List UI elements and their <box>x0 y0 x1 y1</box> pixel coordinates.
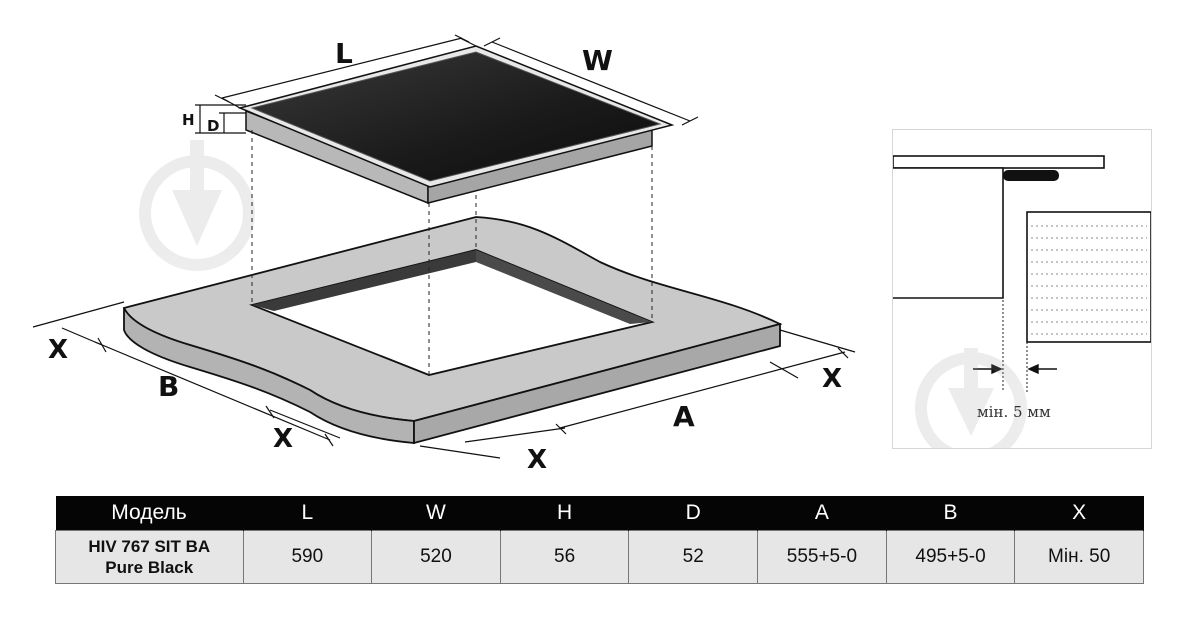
header-X: X <box>1014 496 1144 531</box>
label-X-bottom-left: X <box>273 424 293 454</box>
label-H: H <box>182 111 195 129</box>
label-A: A <box>673 400 695 433</box>
label-B: B <box>158 370 179 403</box>
hob <box>237 45 675 205</box>
projection-lines <box>251 130 653 375</box>
cell-X: Мін. 50 <box>1014 530 1144 584</box>
header-W: W <box>371 496 501 531</box>
cell-W: 520 <box>371 530 501 584</box>
cell-L: 590 <box>242 530 373 584</box>
label-X-right: X <box>822 364 842 394</box>
cell-model: HIV 767 SIT BA Pure Black <box>55 530 244 584</box>
watermark-icon <box>139 140 255 271</box>
header-model: Модель <box>55 496 244 531</box>
label-X-left: X <box>48 335 68 365</box>
header-A: A <box>757 496 887 531</box>
gap-arrows <box>973 363 1057 375</box>
header-B: B <box>886 496 1016 531</box>
cell-A: 555+5-0 <box>757 530 887 584</box>
gap-detail-inset: мін. 5 мм <box>892 129 1152 449</box>
table-header-row: Модель L W H D A B X <box>55 496 1144 531</box>
countertop <box>122 216 783 445</box>
label-D: D <box>207 117 219 135</box>
label-L: L <box>335 37 353 70</box>
header-H: H <box>500 496 630 531</box>
dimension-lines <box>32 34 856 459</box>
cell-D: 52 <box>628 530 759 584</box>
header-D: D <box>628 496 759 531</box>
model-color: Pure Black <box>105 558 194 577</box>
header-L: L <box>243 496 373 531</box>
model-name: HIV 767 SIT BA <box>88 537 211 556</box>
table-row: HIV 767 SIT BA Pure Black 590 520 56 52 … <box>55 530 1144 584</box>
label-X-bottom: X <box>527 445 547 475</box>
min-gap-note: мін. 5 мм <box>977 403 1051 421</box>
cell-H: 56 <box>499 530 630 584</box>
watermark-icon <box>915 348 1027 448</box>
specs-table: Модель L W H D A B X HIV 767 SIT BA Pure… <box>55 496 1144 584</box>
cell-B: 495+5-0 <box>885 530 1016 584</box>
label-W: W <box>582 44 613 77</box>
